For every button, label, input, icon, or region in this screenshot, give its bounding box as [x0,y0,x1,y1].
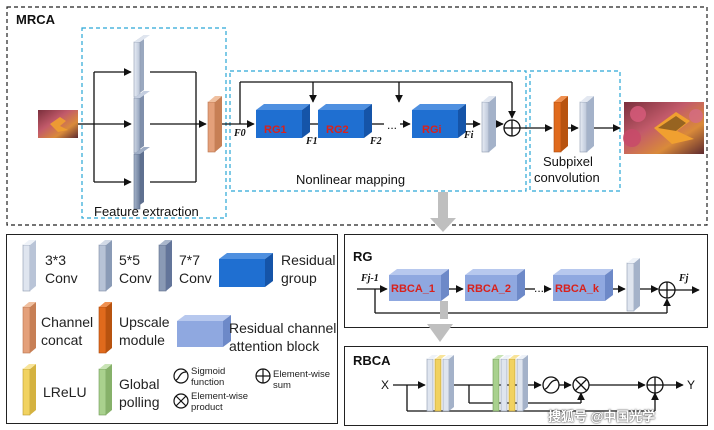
rg-dots: ... [387,118,398,132]
legend-upscale-text: Upscale module [119,314,170,348]
legend-sum-text: Element-wise sum [273,369,331,391]
mrca-diagram [6,6,708,232]
legend-conv3-text: 3*3 Conv [45,251,78,287]
rg-panel: RG RBCA_1 RBCA_2 RBCA_k ... Fj-1 Fj [344,234,708,328]
legend-rcab-icon [177,315,231,347]
rbca-title: RBCA [353,353,391,368]
f2-label: F2 [370,136,382,147]
fi-label: Fi [464,130,474,141]
legend-conv5-icon [98,240,112,292]
rbca-x-label: X [381,378,390,392]
rg-title: RG [353,249,373,264]
rbca-sigmoid-symbol [542,376,560,394]
subpixel-conv-block [579,96,594,153]
rbca2-label: RBCA_2 [467,283,512,295]
rbca-sum-symbol [646,376,664,394]
conv7-block [133,147,150,210]
legend-conv7-text: 7*7 Conv [179,252,212,286]
rg-to-rbca-arrow [427,324,453,342]
rbca-stack-2 [492,355,528,412]
legend-conv7-icon [158,240,172,292]
rg2-label: RG2 [326,124,349,136]
rbca-y-label: Y [687,378,696,392]
legend-sum-icon [255,368,271,384]
rgi-label: RGi [422,124,442,136]
legend-residual-group-icon [219,253,273,287]
rg-f-in-label: Fj-1 [361,273,379,284]
rbca1-label: RBCA_1 [391,283,436,295]
legend-conv3-icon [22,240,36,292]
f1-label: F1 [306,136,318,147]
legend-pool-icon [98,364,112,416]
legend-panel: 3*3 Conv 5*5 Conv 7*7 Conv Residual grou… [6,234,338,424]
legend-product-text: Element-wise product [191,391,249,413]
channel-concat-block [207,96,222,153]
convolution-label: convolution [534,170,600,185]
legend-pool-text: Global polling [119,376,160,410]
rbca-product-symbol [572,376,590,394]
legend-lrelu-icon [22,364,36,416]
feature-extraction-label: Feature extraction [94,204,199,219]
legend-product-icon [173,393,189,409]
conv3-block [133,35,150,98]
rg1-label: RG1 [264,124,287,136]
rbcak-label: RBCA_k [555,283,600,295]
rgi-block [412,104,466,138]
legend-concat-text: Channel concat [41,314,94,348]
upscale-block [553,96,568,153]
subpixel-label: Subpixel [543,154,593,169]
rbca-stack-1 [426,355,454,412]
legend-upscale-icon [98,302,112,354]
rg-conv-block [626,258,640,312]
elementwise-sum-symbol [503,119,521,137]
conv5-block [133,91,150,154]
watermark: 搜狐号 @中国光学 [548,409,656,424]
legend-rcab-text: Residual channel attention block [229,320,337,354]
legend-icons [22,240,273,416]
rbca-panel: RBCA X Y [344,346,708,426]
rg1-block [256,104,310,138]
f0-label: F0 [234,128,246,139]
legend-residual-group-text: Residual group [281,252,336,286]
legend-sigmoid-icon [173,368,189,384]
legend-sigmoid-text: Sigmoid function [191,366,226,388]
rbca-diagram [393,355,684,412]
mrca-panel: MRCA Feature extraction Nonlinear mappin… [6,6,708,232]
legend-concat-icon [22,302,36,354]
mrca-title: MRCA [16,12,55,27]
legend-lrelu-text: LReLU [43,384,87,400]
nonlinear-mapping-label: Nonlinear mapping [296,172,406,187]
legend-conv5-text: 5*5 Conv [119,252,152,286]
conv-after-rg-block [481,96,496,153]
rbca2-block [465,269,525,301]
rg-diagram [357,258,700,319]
rg-f-out-label: Fj [679,273,689,284]
rg-sum-symbol [658,281,676,299]
rg-dots: ... [534,281,545,295]
rbcak-block [553,269,613,301]
rg2-block [318,104,372,138]
output-image [623,102,704,154]
rbca1-block [389,269,449,301]
